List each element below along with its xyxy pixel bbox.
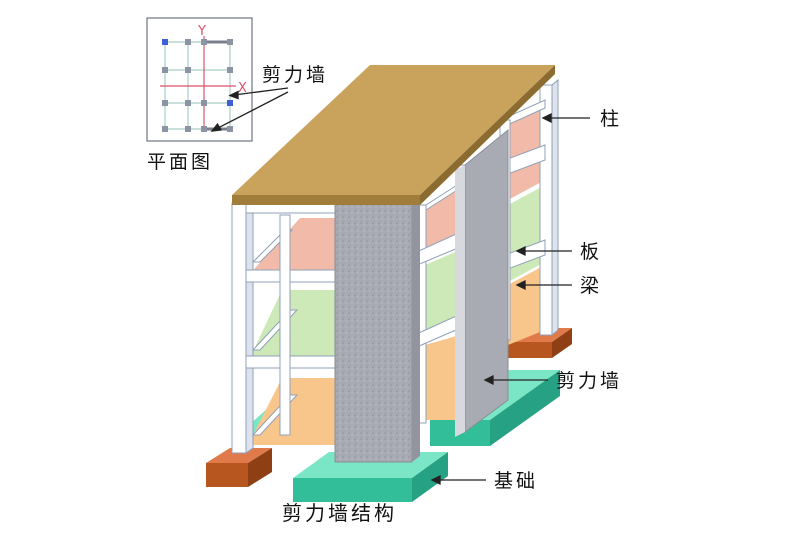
plan-shear-wall-label: 剪力墙 (262, 64, 328, 86)
shear-wall-label: 剪力墙 (556, 370, 622, 392)
shear-wall-back (455, 128, 509, 437)
beam-level-3-front (245, 269, 339, 283)
beam-label: 梁 (580, 275, 602, 297)
shear-wall-front (334, 198, 420, 463)
plan-nodes (162, 39, 233, 132)
foundation-front-left (206, 448, 272, 487)
foundation-label: 基础 (494, 470, 538, 492)
slab-label: 板 (580, 241, 602, 263)
column-back-left (279, 214, 291, 436)
plan-view-inset: Y X (146, 17, 253, 142)
label-arrows (430, 112, 590, 486)
column-front-left (231, 202, 247, 454)
column-label: 柱 (600, 108, 622, 130)
slab-far-bay (508, 100, 545, 345)
diagram-title: 剪力墙结构 (282, 501, 397, 525)
column-back-right (539, 84, 553, 336)
plan-pointer-arrows (210, 87, 289, 132)
slab-right-bay (425, 185, 460, 420)
plan-axis-x-label: X (238, 81, 247, 96)
beam-level-2-front (245, 355, 339, 369)
frame-left-bay (231, 197, 339, 454)
roof-slab (232, 65, 555, 205)
frame-far-bay (499, 78, 559, 341)
plan-axis-y-label: Y (197, 24, 206, 39)
plan-view-label: 平面图 (147, 151, 213, 173)
